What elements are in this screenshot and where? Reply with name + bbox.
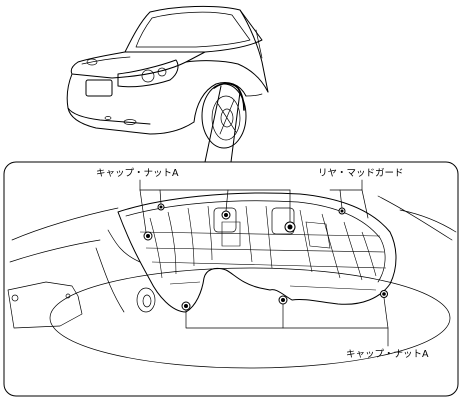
label-cap-nut-a-bottom: キャップ・ナットA xyxy=(346,349,429,360)
cap-nut-2 xyxy=(157,203,165,211)
callout-leader-right xyxy=(230,91,241,163)
label-cap-nut-a-top: キャップ・ナットA xyxy=(96,168,179,179)
rear-mudguard-part xyxy=(117,192,397,313)
cap-nuts xyxy=(143,203,388,311)
leader-lines xyxy=(139,179,389,347)
cap-nut-3 xyxy=(221,210,231,220)
callout-leader-left xyxy=(204,85,222,163)
cap-nut-6 xyxy=(181,301,191,311)
detail-body-outline xyxy=(7,195,457,369)
label-rear-mudguard: リヤ・マッドガード xyxy=(318,168,404,179)
cap-nut-7 xyxy=(278,295,288,305)
cap-nut-5 xyxy=(338,207,346,215)
car-rear-view xyxy=(66,5,269,149)
cap-nut-1 xyxy=(143,231,153,241)
cap-nut-8 xyxy=(380,290,388,298)
detail-frame xyxy=(3,161,459,397)
cap-nut-4 xyxy=(284,221,296,233)
